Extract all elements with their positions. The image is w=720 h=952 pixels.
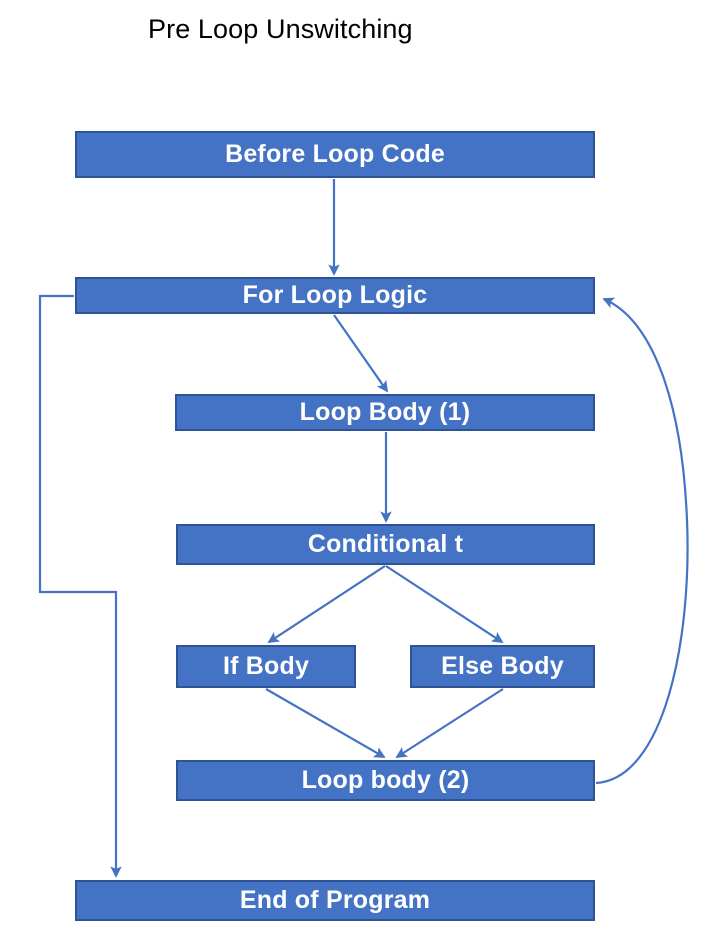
edge-forloop-to-body1 xyxy=(333,314,389,393)
node-label: For Loop Logic xyxy=(242,281,428,309)
page-title: Pre Loop Unswitching xyxy=(148,14,413,44)
node-label: Before Loop Code xyxy=(225,140,445,168)
node-else-body[interactable]: Else Body xyxy=(410,645,595,688)
edge-ifbody-to-body2 xyxy=(265,688,386,758)
edge-body2-to-forloop-loopback xyxy=(595,297,689,785)
node-before-loop-code[interactable]: Before Loop Code xyxy=(75,131,595,178)
node-label: Loop Body (1) xyxy=(299,398,471,426)
node-label: Loop body (2) xyxy=(301,766,470,794)
node-for-loop-logic[interactable]: For Loop Logic xyxy=(75,277,595,314)
edge-forloop-to-end-exit xyxy=(38,294,122,878)
edge-elsebody-to-body2 xyxy=(395,688,504,758)
node-label: Conditional t xyxy=(307,530,464,558)
node-label: Else Body xyxy=(441,652,564,680)
node-if-body[interactable]: If Body xyxy=(176,645,356,688)
node-label: End of Program xyxy=(239,886,431,914)
edge-conditional-to-elsebody xyxy=(385,565,504,644)
node-end-of-program[interactable]: End of Program xyxy=(75,880,595,921)
node-conditional-t[interactable]: Conditional t xyxy=(176,524,595,565)
edge-conditional-to-ifbody xyxy=(267,565,386,644)
node-loop-body-2[interactable]: Loop body (2) xyxy=(176,760,595,801)
node-loop-body-1[interactable]: Loop Body (1) xyxy=(175,394,595,431)
node-label: If Body xyxy=(222,652,310,680)
